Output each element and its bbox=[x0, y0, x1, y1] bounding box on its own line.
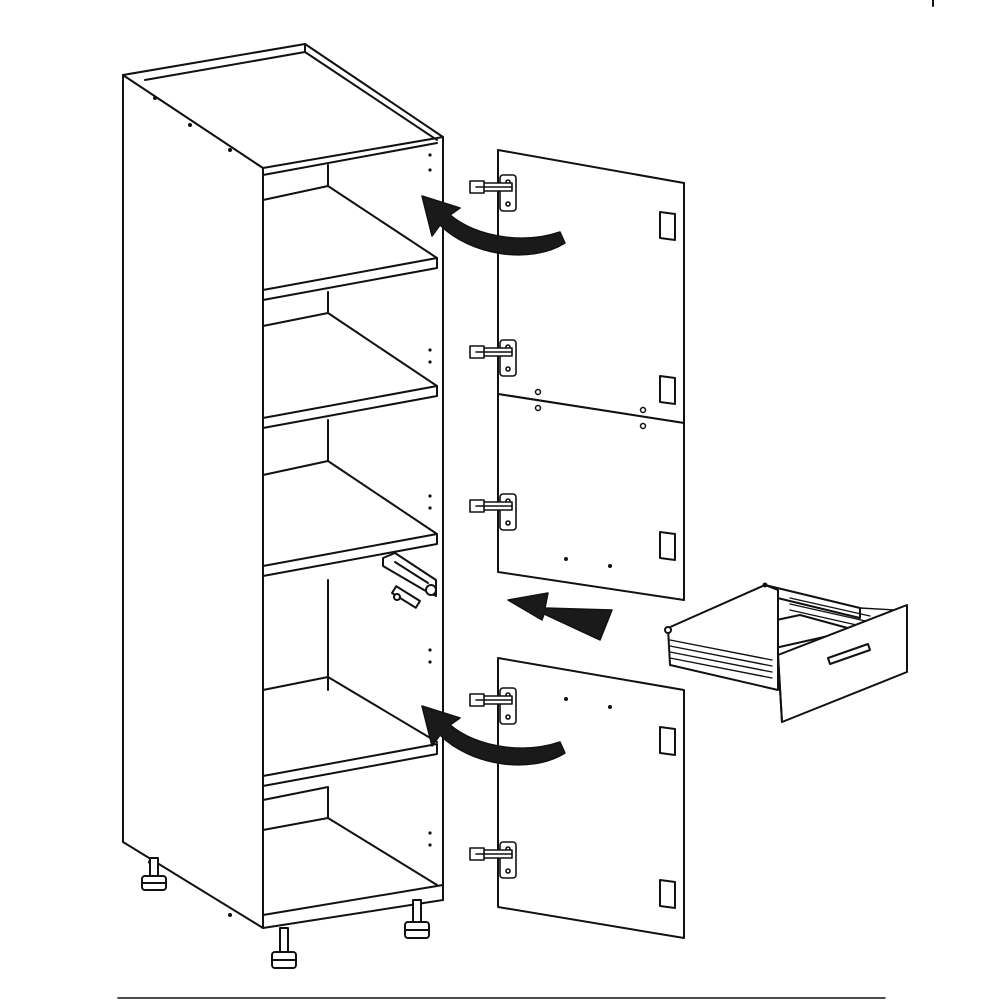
drawer-cavity bbox=[262, 579, 438, 743]
drawer-fixing-pin bbox=[664, 626, 672, 634]
curved-arrow-upper-door bbox=[421, 195, 566, 256]
drawer-side-slats bbox=[669, 639, 773, 679]
curved-arrow-lower-door bbox=[421, 705, 566, 766]
hinge-2 bbox=[469, 339, 517, 377]
upper-door-panel bbox=[497, 149, 685, 601]
hinge-3 bbox=[469, 493, 517, 531]
drawer-handle bbox=[827, 643, 871, 665]
door-handle-cutout bbox=[659, 726, 676, 756]
drawer-box bbox=[664, 582, 908, 723]
shelf-3 bbox=[262, 419, 438, 577]
shelf-1 bbox=[262, 174, 438, 301]
shelf-2 bbox=[262, 291, 438, 429]
shelf-4 bbox=[262, 743, 438, 787]
hinge-1 bbox=[469, 174, 517, 212]
adjustable-leg-front-left bbox=[271, 927, 297, 969]
cabinet-left-side-panel bbox=[122, 74, 264, 929]
hinge-5 bbox=[469, 841, 517, 879]
adjustable-leg-back bbox=[141, 857, 167, 891]
door-handle-cutout bbox=[659, 211, 676, 241]
lower-door-panel bbox=[497, 657, 685, 939]
cabinet-bottom-panel bbox=[262, 884, 444, 929]
adjustable-leg-front-right bbox=[404, 899, 430, 939]
hinge-4 bbox=[469, 687, 517, 725]
drawer-runner-hardware bbox=[382, 552, 437, 609]
straight-arrow-drawer-insert bbox=[507, 592, 613, 641]
tall-cabinet-carcass bbox=[122, 43, 444, 969]
